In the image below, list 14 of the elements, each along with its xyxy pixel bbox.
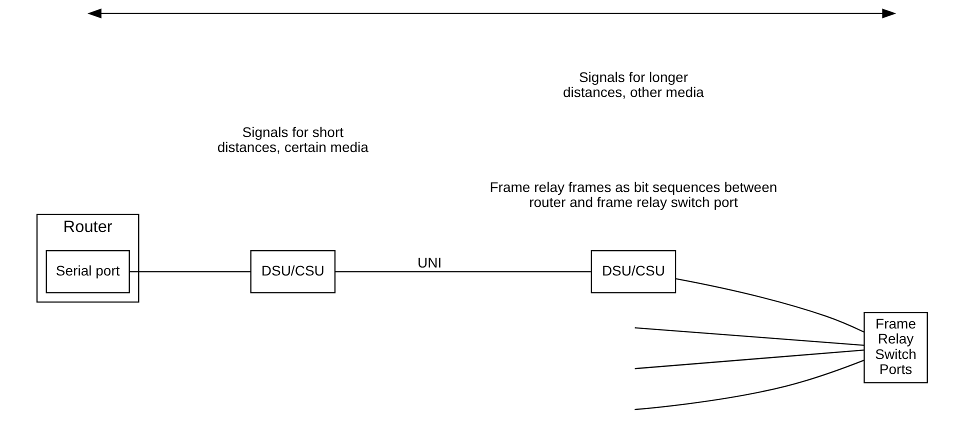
node-box: DSU/CSU: [250, 250, 336, 294]
connector: [334, 271, 590, 272]
connector: [674, 278, 864, 332]
connector: [634, 327, 864, 346]
connector: [634, 360, 864, 410]
edge-label: UNI: [417, 254, 442, 271]
node-box: Serial port: [45, 250, 130, 294]
node-box: DSU/CSU: [590, 250, 676, 294]
connector: [634, 350, 864, 370]
node-box: Frame Relay Switch Ports: [863, 312, 928, 384]
label: Frame relay frames as bit sequences between router and frame relay switch port: [489, 178, 777, 210]
label: Signals for longer distances, other media: [562, 68, 704, 100]
label: Signals for short distances, certain media: [216, 124, 368, 156]
connector: [129, 271, 250, 272]
